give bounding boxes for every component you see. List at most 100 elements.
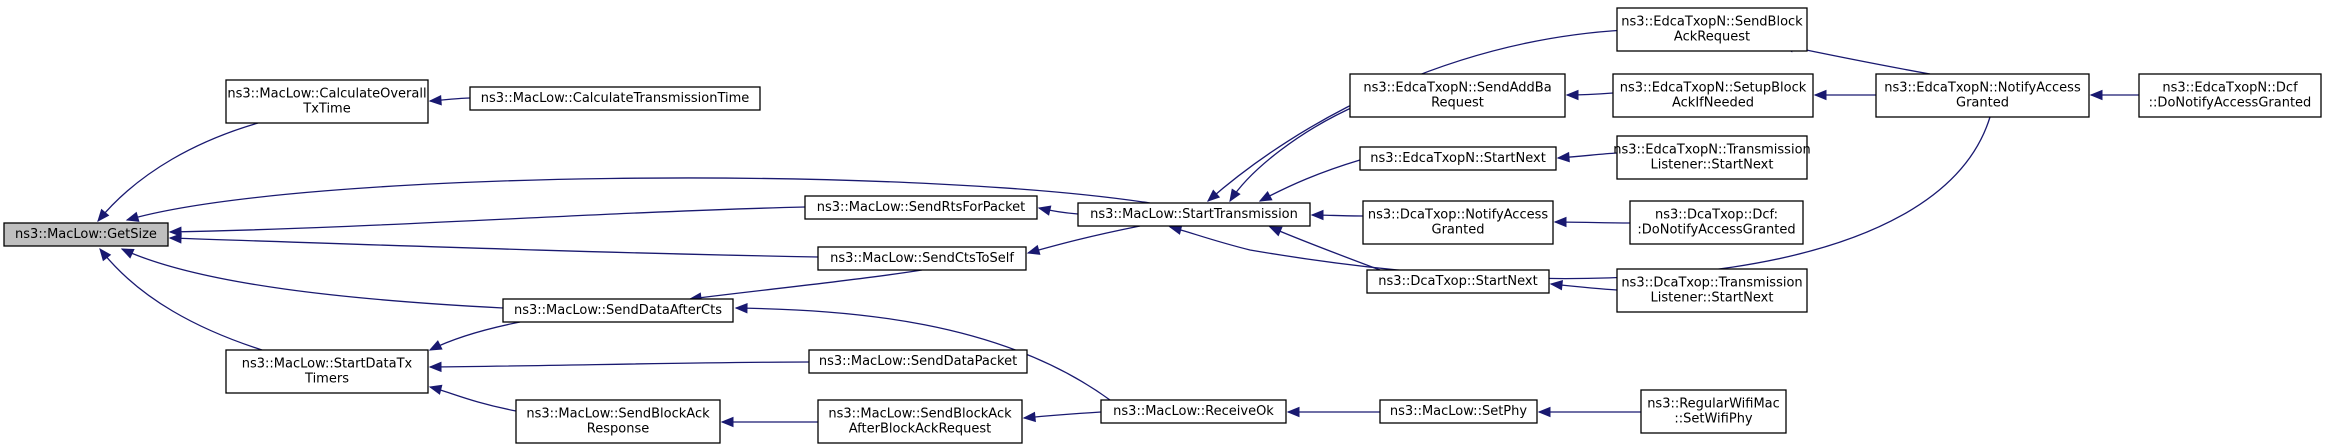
call-edge-n17-to-n11	[1286, 406, 1380, 418]
node-box	[1362, 200, 1554, 245]
node-dcatxop-notifyaccessgranted[interactable]: ns3::DcaTxop::NotifyAccessGranted	[1362, 200, 1554, 245]
node-label: ns3::EdcaTxopN::SendAddBa	[1363, 81, 1551, 96]
call-edge-n16-to-n10	[1268, 226, 1381, 271]
node-label: Request	[1431, 96, 1484, 111]
arrowhead-icon	[1310, 209, 1324, 221]
arrowhead-icon	[428, 95, 442, 106]
node-edcatxopn-startnext[interactable]: ns3::EdcaTxopN::StartNext	[1359, 146, 1557, 171]
node-dcatxop-dcf-donotifyaccessgranted[interactable]: ns3::DcaTxop::Dcf::DoNotifyAccessGranted	[1629, 200, 1804, 245]
node-box	[1640, 389, 1787, 434]
node-label: ns3::DcaTxop::Dcf:	[1655, 208, 1778, 223]
node-label: ns3::MacLow::GetSize	[15, 227, 157, 242]
edge-line	[97, 122, 259, 222]
call-edge-n6-to-n0	[99, 247, 263, 351]
node-label: ns3::MacLow::StartTransmission	[1090, 207, 1298, 222]
arrowhead-icon	[120, 248, 135, 259]
node-label: ns3::EdcaTxopN::Dcf	[2162, 81, 2298, 96]
node-edcatxopn-dcf-donotifyaccessgranted[interactable]: ns3::EdcaTxopN::Dcf::DoNotifyAccessGrant…	[2138, 73, 2322, 118]
node-dcatxop-startnext[interactable]: ns3::DcaTxop::StartNext	[1366, 269, 1550, 294]
node-label: ns3::MacLow::SendBlockAck	[828, 407, 1012, 422]
node-label: Timers	[304, 372, 349, 387]
node-box	[515, 399, 721, 444]
node-label: ns3::DcaTxop::Transmission	[1621, 276, 1802, 291]
node-dcatxop-transmissionlistener-startnext[interactable]: ns3::DcaTxop::TransmissionListener::Star…	[1616, 268, 1808, 313]
node-label: ns3::EdcaTxopN::Transmission	[1613, 143, 1811, 158]
node-label: ns3::MacLow::CalculateOverall	[227, 87, 426, 102]
arrowhead-icon	[1286, 406, 1300, 418]
edge-line	[1027, 225, 1141, 254]
node-label: ns3::MacLow::SendDataPacket	[819, 354, 1017, 369]
call-edge-n11-to-n5	[734, 302, 1111, 401]
node-edcatxopn-notifyaccessgranted[interactable]: ns3::EdcaTxopN::NotifyAccessGranted	[1875, 73, 2090, 118]
root-node-maclow-getsize[interactable]: ns3::MacLow::GetSize	[3, 222, 169, 247]
edge-line	[689, 269, 923, 300]
node-label: ns3::EdcaTxopN::StartNext	[1370, 151, 1546, 166]
arrowhead-icon	[1549, 279, 1563, 291]
node-label: Granted	[1956, 96, 2009, 111]
arrowhead-icon	[1258, 190, 1273, 202]
node-maclow-sendctstoself[interactable]: ns3::MacLow::SendCtsToSelf	[817, 246, 1027, 271]
node-label: ns3::MacLow::SetPhy	[1390, 404, 1527, 419]
edge-line	[735, 307, 1111, 401]
call-edge-n11-to-n9	[1022, 411, 1102, 423]
node-box	[1612, 73, 1814, 118]
node-box	[817, 246, 1027, 271]
arrowhead-icon	[1037, 205, 1052, 216]
node-label: ns3::MacLow::SendDataAfterCts	[514, 303, 722, 318]
node-label: Granted	[1432, 223, 1485, 238]
node-maclow-senddataaftercts[interactable]: ns3::MacLow::SendDataAfterCts	[502, 298, 734, 323]
call-edge-n1-to-n0	[97, 122, 259, 223]
node-maclow-senddatapacket[interactable]: ns3::MacLow::SendDataPacket	[808, 349, 1028, 374]
node-label: Listener::StartNext	[1651, 291, 1774, 306]
node-label: ns3::EdcaTxopN::NotifyAccess	[1884, 81, 2081, 96]
node-edcatxopn-transmissionlistener-startnext[interactable]: ns3::EdcaTxopN::TransmissionListener::St…	[1613, 135, 1811, 180]
node-maclow-receiveok[interactable]: ns3::MacLow::ReceiveOk	[1100, 399, 1287, 424]
call-edge-n24-to-n23	[2089, 89, 2139, 101]
arrowhead-icon	[125, 211, 140, 222]
edge-line	[429, 386, 517, 412]
arrowhead-icon	[1565, 89, 1579, 101]
call-edge-n13-to-n10	[1229, 103, 1361, 203]
node-label: ns3::RegularWifiMac	[1647, 397, 1780, 412]
call-edge-n4-to-n0	[168, 233, 819, 258]
call-edge-n5-to-n6	[428, 321, 521, 351]
arrowhead-icon	[1556, 151, 1570, 163]
edge-line	[126, 177, 1151, 221]
node-label: ::SetWifiPhy	[1674, 412, 1753, 427]
node-box	[502, 298, 734, 323]
node-box	[1616, 7, 1808, 52]
node-maclow-starttransmission[interactable]: ns3::MacLow::StartTransmission	[1077, 202, 1311, 227]
node-box	[1379, 399, 1538, 424]
arrowhead-icon	[97, 208, 110, 223]
call-edge-n2-to-n1	[428, 95, 471, 106]
call-edge-n5-to-n0	[120, 248, 504, 309]
node-box	[225, 349, 429, 394]
node-maclow-calculatetransmissiontime[interactable]: ns3::MacLow::CalculateTransmissionTime	[469, 86, 761, 111]
node-label: AfterBlockAckRequest	[849, 422, 992, 437]
edge-line	[429, 361, 810, 368]
call-edge-n8-to-n6	[428, 384, 517, 412]
arrowhead-icon	[1537, 406, 1551, 418]
node-box	[3, 222, 169, 247]
arrowhead-icon	[720, 416, 734, 428]
edge-line	[169, 206, 806, 233]
node-maclow-setphy[interactable]: ns3::MacLow::SetPhy	[1379, 399, 1538, 424]
node-regularwifimac-setwifiphy[interactable]: ns3::RegularWifiMac::SetWifiPhy	[1640, 389, 1787, 434]
node-box	[1616, 268, 1808, 313]
call-edge-n10-to-n0	[125, 177, 1151, 222]
edge-line	[1259, 159, 1361, 202]
node-label: ns3::MacLow::CalculateTransmissionTime	[481, 91, 750, 106]
arrowhead-icon	[1553, 216, 1567, 228]
node-maclow-sendrtsforpacket[interactable]: ns3::MacLow::SendRtsForPacket	[804, 195, 1038, 220]
node-box	[817, 399, 1023, 444]
node-maclow-sendblockackafterblockackrequest[interactable]: ns3::MacLow::SendBlockAckAfterBlockAckRe…	[817, 399, 1023, 444]
arrowhead-icon	[168, 233, 182, 244]
call-edge-n14-to-n10	[1258, 159, 1361, 202]
